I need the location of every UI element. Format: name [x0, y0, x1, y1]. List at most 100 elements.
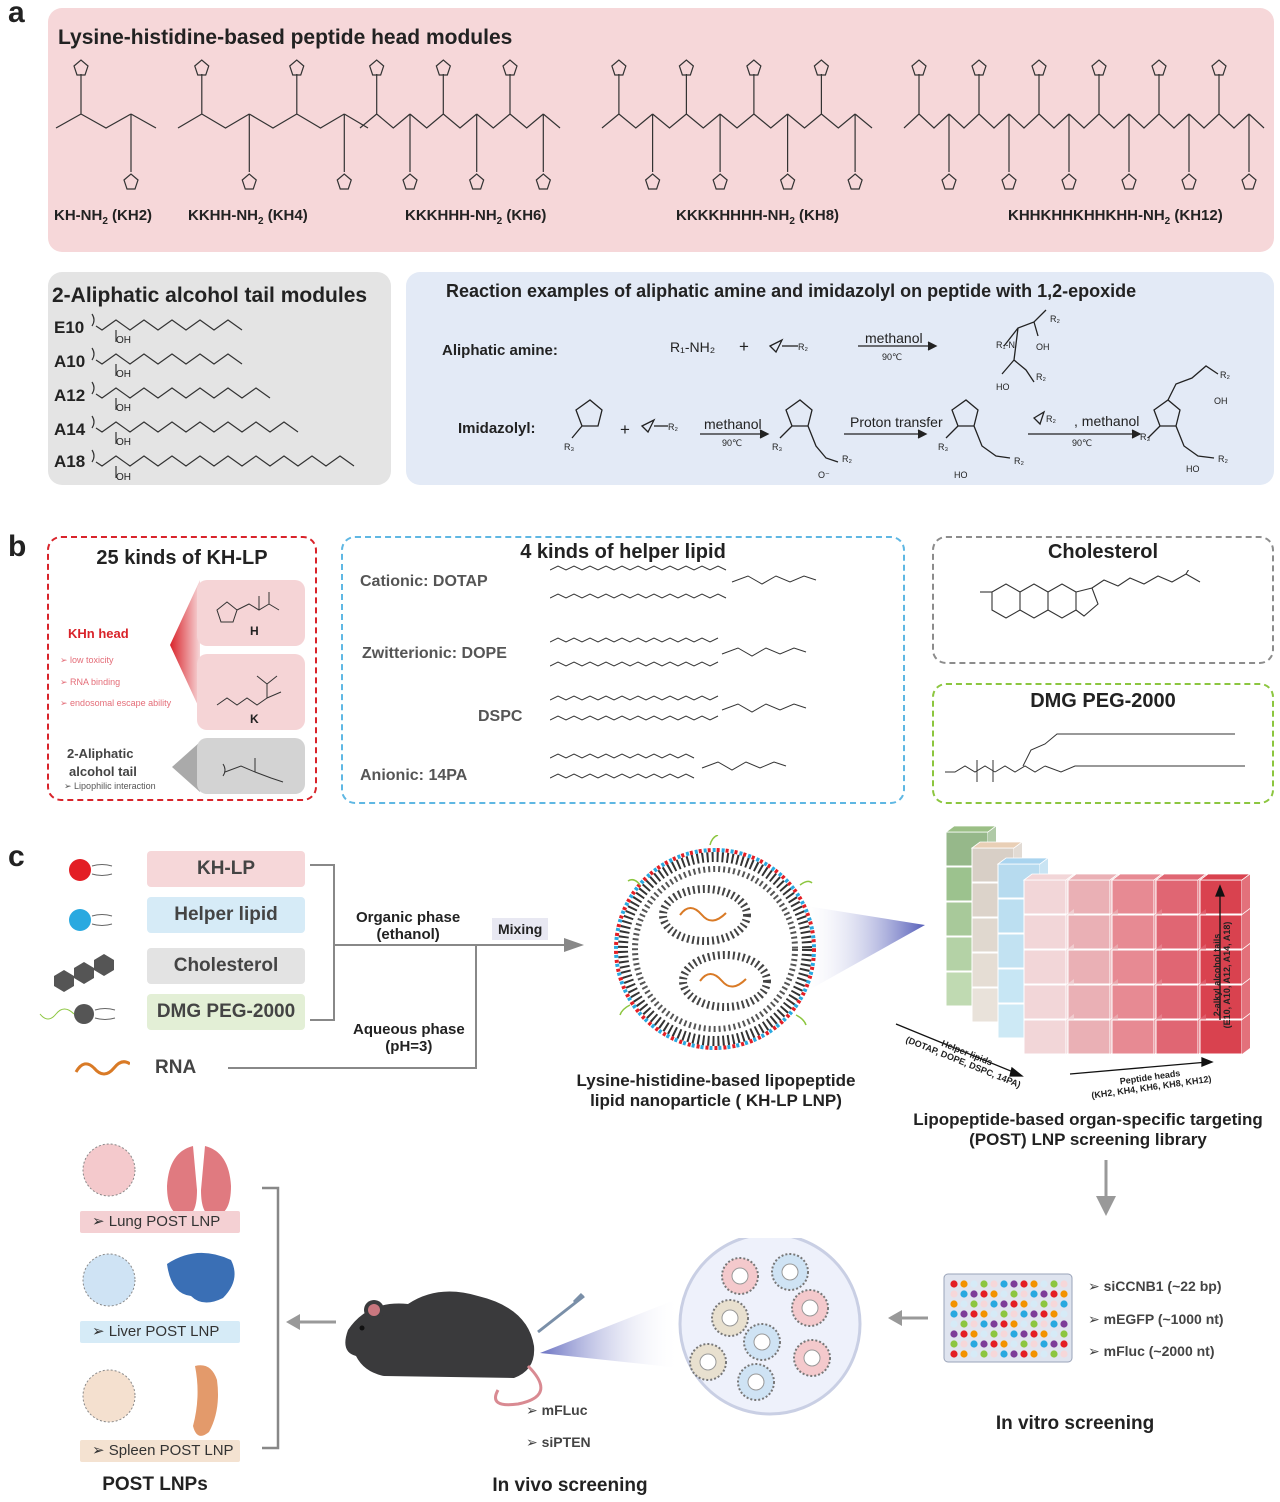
- svg-text:R₁-N: R₁-N: [996, 340, 1015, 350]
- invivo-caption: In vivo screening: [492, 1475, 648, 1496]
- svg-text:R₂: R₂: [668, 422, 678, 432]
- tail-e10: E10: [54, 318, 85, 337]
- organic-phase-label: Organic phase(ethanol): [356, 909, 461, 943]
- component-kh-lp: KH-LP: [147, 851, 305, 887]
- oh-label: OH: [116, 472, 131, 483]
- khn-head-label: KHn head: [68, 626, 129, 641]
- tail-a10: A10: [54, 352, 86, 371]
- svg-text:HO: HO: [1186, 464, 1200, 474]
- svg-text:R₂: R₂: [842, 454, 852, 464]
- tail-arrow: [172, 742, 200, 792]
- peptide-head-box: [48, 8, 1274, 252]
- dmg-peg-title: DMG PEG-2000: [1030, 690, 1176, 712]
- panel-c-letter: c: [8, 840, 25, 873]
- cholesterol-box: [932, 536, 1274, 664]
- plus-sign: +: [620, 420, 630, 439]
- svg-text:R₂: R₂: [1218, 454, 1228, 464]
- temp-label: 90℃: [1072, 438, 1093, 448]
- svg-text:O⁻: O⁻: [818, 470, 830, 480]
- component-helper-lipid: Helper lipid: [147, 897, 305, 933]
- post-caption: POST LNPs: [102, 1474, 208, 1495]
- lnp-zoom-circle: [540, 1238, 862, 1416]
- histidine-letter: H: [250, 624, 259, 638]
- svg-text:R₃: R₃: [772, 442, 782, 452]
- lysine-letter: K: [250, 712, 259, 726]
- khn-point: ➢ low toxicity: [60, 655, 114, 665]
- temp-label: 90℃: [722, 438, 743, 448]
- liver-icon: [167, 1252, 235, 1303]
- svg-text:HO: HO: [954, 470, 968, 480]
- post-lnp-organs: [82, 1143, 235, 1436]
- panel-b-letter: b: [8, 530, 27, 563]
- invitro-item: ➢ mFluc (~2000 nt): [1088, 1343, 1215, 1359]
- spleen-icon: [193, 1365, 218, 1436]
- lnp-particle-icon: [82, 1143, 136, 1423]
- tail-label-line2: alcohol tail: [69, 764, 137, 779]
- component-cholesterol: Cholesterol: [147, 948, 305, 984]
- kh-lp-lnp-illustration: [614, 835, 925, 1050]
- oh-label: OH: [116, 403, 131, 414]
- reaction-box: [406, 272, 1274, 485]
- lysine-card: [197, 654, 305, 730]
- tail-module-title: 2-Aliphatic alcohol tail modules: [52, 284, 368, 307]
- mouse-illustration: [345, 1291, 585, 1407]
- dmg-peg-structure: [945, 733, 1245, 782]
- svg-text:R₂: R₂: [798, 342, 808, 352]
- screening-library-cube: [895, 825, 1252, 1077]
- library-caption: Lipopeptide-based organ-specific targeti…: [913, 1110, 1263, 1149]
- tail-module-box: [48, 272, 391, 485]
- reaction-schemes: R₂ R₂ R₂ OH R₁-N HO R₂ R₃ R₃ R₃ R₃ R₂ R₂…: [564, 309, 1230, 480]
- reaction-title: Reaction examples of aliphatic amine and…: [446, 281, 1137, 301]
- tail-card: [197, 738, 305, 794]
- svg-text:R₂: R₂: [1220, 370, 1230, 380]
- methanol-label: methanol: [704, 416, 762, 432]
- proton-transfer-label: Proton transfer: [850, 414, 943, 430]
- cholesterol-title: Cholesterol: [1047, 541, 1159, 563]
- peptide-structures: [55, 59, 1265, 190]
- svg-text:HO: HO: [996, 382, 1010, 392]
- invitro-item: ➢ siCCNB1 (~22 bp): [1088, 1278, 1222, 1294]
- post-bracket: [262, 1186, 280, 1450]
- tail-label-line1: 2-Aliphatic: [67, 746, 134, 761]
- tail-point: ➢ Lipophilic interaction: [64, 781, 156, 791]
- invivo-item: ➢ mFLuc: [526, 1402, 588, 1418]
- kh-lp-icon: [69, 859, 91, 881]
- head-label-kh4: KKHH-NH2 (KH4): [188, 207, 308, 227]
- svg-text:OH: OH: [1214, 396, 1228, 406]
- cube-axis-tails: 2-alkyl alcohol tails(E10, A10, A12, A14…: [1212, 921, 1232, 1029]
- svg-text:R₂: R₂: [1046, 414, 1056, 424]
- oh-label: OH: [116, 335, 131, 346]
- cholesterol-structure: [980, 570, 1201, 619]
- mixing-label: Mixing: [492, 918, 549, 940]
- component-dmg-peg: DMG PEG-2000: [147, 994, 305, 1030]
- head-label-kh2: KH-NH2 (KH2): [54, 207, 153, 227]
- invivo-item: ➢ siPTEN: [526, 1434, 591, 1450]
- post-tag-liver: ➢ Liver POST LNP: [80, 1321, 240, 1343]
- tail-a18: A18: [54, 452, 86, 471]
- svg-text:R₃: R₃: [564, 442, 574, 452]
- svg-text:R₂: R₂: [1036, 372, 1046, 382]
- tail-a14: A14: [54, 420, 86, 439]
- post-tag-lung: ➢ Lung POST LNP: [80, 1211, 240, 1233]
- svg-text:R₃: R₃: [1140, 432, 1150, 442]
- svg-text:R₃: R₃: [938, 442, 948, 452]
- post-tag-spleen: ➢ Spleen POST LNP: [80, 1440, 240, 1462]
- helper-dotap: Cationic: DOTAP: [360, 573, 488, 590]
- svg-text:OH: OH: [1036, 342, 1050, 352]
- helper-lipid-title: 4 kinds of helper lipid: [520, 541, 726, 563]
- down-arrow: [1096, 1160, 1116, 1216]
- rna-icon: [74, 1060, 130, 1076]
- left-arrow: [888, 1310, 928, 1326]
- dmg-peg-icon: [74, 1004, 94, 1024]
- khn-wedge: [170, 580, 200, 710]
- head-label-kh6: KKKHHH-NH2 (KH6): [405, 207, 547, 227]
- head-label-kh8: KKKKHHHH-NH2 (KH8): [676, 207, 840, 227]
- invitro-item: ➢ mEGFP (~1000 nt): [1088, 1311, 1224, 1327]
- dmg-peg-box: [932, 683, 1274, 804]
- tail-card-structure: [222, 758, 284, 783]
- helper-dspc: DSPC: [478, 708, 523, 725]
- imidazolyl-label: Imidazolyl:: [458, 420, 536, 437]
- helper-lipid-box: [341, 536, 905, 804]
- histidine-card: [197, 580, 305, 646]
